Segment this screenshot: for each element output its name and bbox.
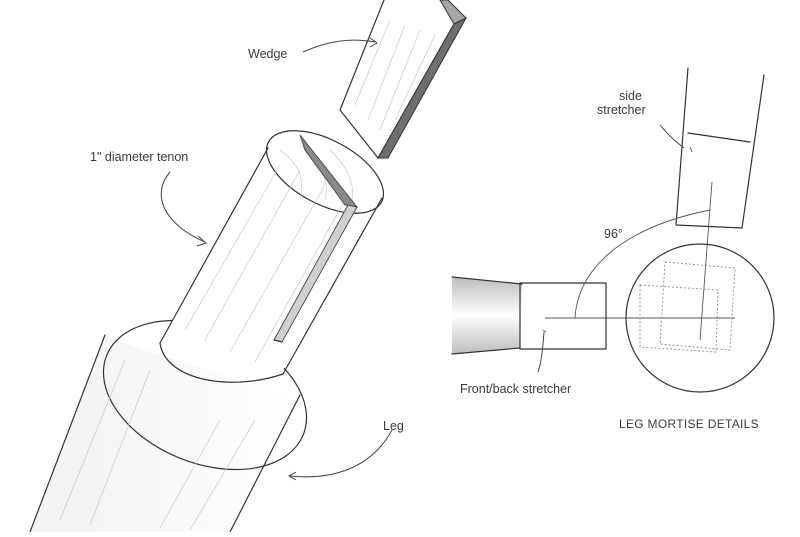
tenon-arrow xyxy=(196,235,207,247)
leg-label: Leg xyxy=(383,419,404,433)
wedge xyxy=(339,0,468,159)
side-stretcher xyxy=(675,67,765,341)
leg-leader xyxy=(289,429,393,478)
front-stretcher-leader xyxy=(537,331,545,373)
leg-arrow xyxy=(287,471,297,481)
tenon-leader xyxy=(160,171,206,243)
wedge-label: Wedge xyxy=(248,47,287,61)
angle-label: 96° xyxy=(604,227,623,241)
wedge-leader xyxy=(302,39,376,53)
diagram-caption: LEG MORTISE DETAILS xyxy=(619,417,759,431)
side-stretcher-marker xyxy=(689,146,693,153)
tenon-label: 1" diameter tenon xyxy=(90,150,188,164)
leg-plan-circle xyxy=(625,243,775,393)
front-stretcher-marker xyxy=(542,329,547,333)
angle-arc xyxy=(574,209,711,319)
wedge-arrow xyxy=(369,37,378,48)
tenon xyxy=(159,130,385,383)
front-back-stretcher-label: Front/back stretcher xyxy=(460,382,571,396)
side-stretcher-label-line1: side xyxy=(619,89,642,103)
side-stretcher-label-line2: stretcher xyxy=(597,103,646,117)
side-stretcher-leader xyxy=(659,124,685,149)
front-back-stretcher xyxy=(451,276,735,355)
